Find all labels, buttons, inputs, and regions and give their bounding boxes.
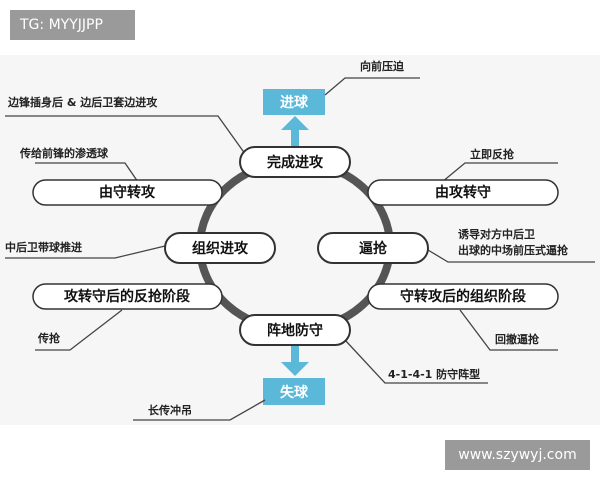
watermark-top-label: TG: MYYJJPP (10, 10, 135, 40)
svg-text:攻转守后的反抢阶段: 攻转守后的反抢阶段 (64, 288, 190, 305)
concede-box: 失球 (263, 378, 325, 405)
annotation-cb-carry: 中后卫带球推进 (5, 240, 82, 254)
node-positional-defense: 阵地防守 (239, 314, 351, 346)
arrow-up-icon (281, 116, 309, 148)
svg-text:由攻转守: 由攻转守 (435, 184, 491, 201)
annotation-retreat-press: 回撤逼抢 (495, 332, 540, 346)
svg-text:组织进攻: 组织进攻 (192, 240, 249, 257)
svg-text:守转攻后的组织阶段: 守转攻后的组织阶段 (400, 288, 526, 305)
arrow-down-icon (281, 345, 309, 376)
annotation-forward-press: 向前压迫 (360, 59, 405, 73)
annotation-long-ball: 长传冲吊 (148, 403, 192, 417)
node-def-to-att: 由守转攻 (32, 179, 223, 206)
annotation-pass-press: 传抢 (37, 331, 61, 345)
node-build-phase: 守转攻后的组织阶段 (367, 283, 559, 310)
annotation-wing-runs: 边锋插身后 & 边后卫套边进攻 (7, 95, 158, 109)
annotation-immediate-counterpress: 立即反抢 (470, 147, 515, 161)
goal-box: 进球 (263, 89, 325, 115)
leader-lines (5, 77, 595, 421)
annotation-induce-line2: 出球的中场前压式逼抢 (458, 243, 569, 257)
svg-text:进球: 进球 (280, 94, 309, 111)
svg-text:失球: 失球 (280, 384, 309, 401)
svg-text:由守转攻: 由守转攻 (99, 184, 156, 201)
annotation-through-ball: 传给前锋的渗透球 (19, 146, 109, 160)
annotation-formation: 4-1-4-1 防守阵型 (388, 367, 480, 381)
node-build-attack: 组织进攻 (164, 232, 276, 264)
annotation-induce-line1: 诱导对方中后卫 (458, 227, 535, 241)
node-finish-attack: 完成进攻 (239, 146, 351, 178)
svg-text:逼抢: 逼抢 (359, 240, 388, 257)
watermark-site-label: www.szywyj.com (445, 440, 590, 470)
svg-text:完成进攻: 完成进攻 (267, 154, 324, 171)
svg-text:阵地防守: 阵地防守 (267, 322, 323, 339)
node-counter-press-phase: 攻转守后的反抢阶段 (32, 283, 223, 310)
node-press: 逼抢 (317, 232, 429, 264)
node-att-to-def: 由攻转守 (367, 179, 559, 206)
